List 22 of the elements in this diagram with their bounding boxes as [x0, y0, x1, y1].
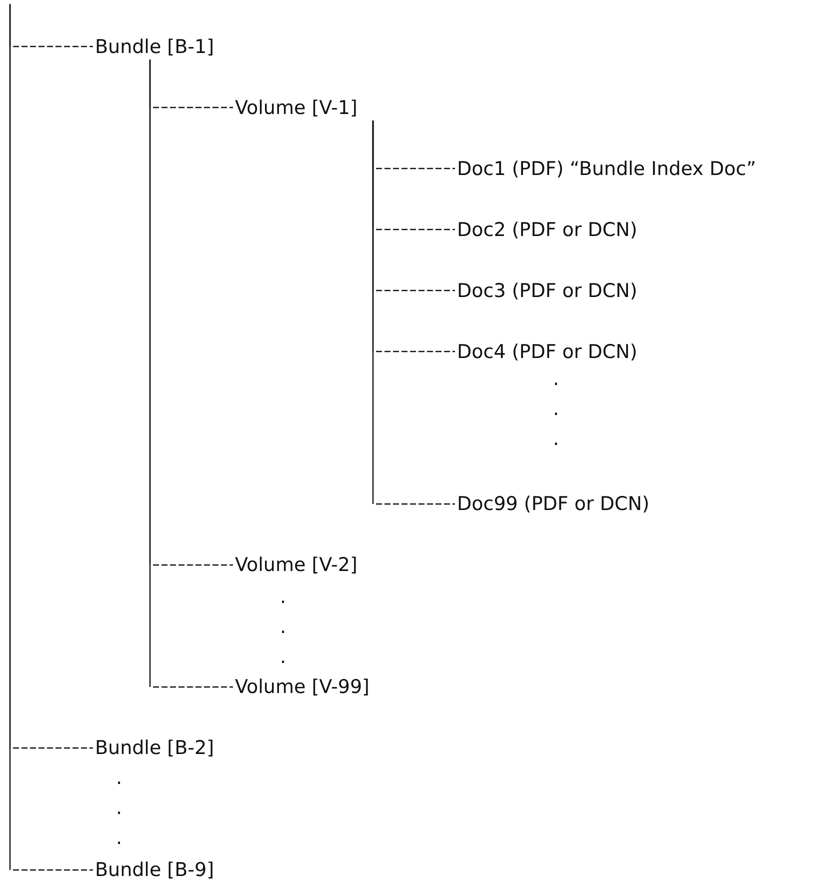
- ellipsis-dot: .: [116, 826, 122, 850]
- tree-item-text: Doc1 (PDF) “Bundle Index Doc”: [457, 156, 756, 180]
- tree-item-text: Volume [V-2]: [235, 553, 358, 577]
- tree-connector: [149, 60, 233, 688]
- tree-item-text: Bundle [B-2]: [95, 736, 214, 760]
- tree-item-text: Volume [V-1]: [235, 96, 358, 120]
- tree-item-text: Doc3 (PDF or DCN): [457, 278, 638, 302]
- tree-item-text: Volume [V-99]: [235, 675, 370, 699]
- tree-connector: [372, 120, 455, 505]
- tree-item-text: Doc99 (PDF or DCN): [457, 492, 650, 516]
- ellipsis-dot: .: [280, 645, 286, 669]
- tree-item-text: Doc2 (PDF or DCN): [457, 218, 638, 242]
- ellipsis-dot: .: [553, 427, 560, 451]
- tree-item-text: Bundle [B-9]: [95, 858, 214, 882]
- ellipsis-dot: .: [116, 766, 122, 790]
- tree-item-text: Bundle [B-1]: [95, 34, 214, 58]
- tree-item-text: Doc4 (PDF or DCN): [457, 340, 638, 364]
- ellipsis-dot: .: [553, 367, 560, 391]
- ellipsis-dot: .: [280, 585, 286, 609]
- ellipsis-dot: .: [280, 615, 286, 639]
- ellipsis-dot: .: [553, 397, 560, 421]
- ellipsis-dot: .: [116, 796, 122, 820]
